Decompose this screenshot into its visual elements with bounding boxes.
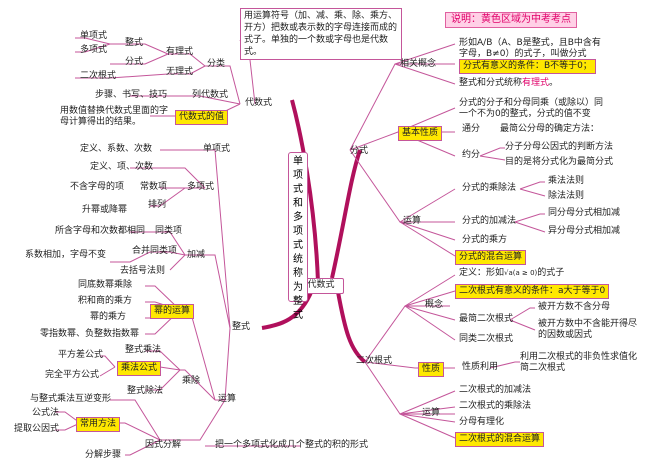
node-zs-inverse: 与整式乘法互逆变形: [30, 394, 112, 404]
node-zs-formula: 公式法: [32, 408, 60, 418]
node-fr-mulrule: 乘法法则: [548, 176, 585, 186]
node-polynomial[interactable]: 多项式: [80, 45, 108, 55]
node-fr-common[interactable]: 通分: [462, 124, 481, 134]
node-zs-squarediff: 平方差公式: [58, 350, 104, 360]
node-fr-gcf: 分子分母公因式的判断方法: [505, 142, 614, 152]
node-rad-addsub: 二次根式的加减法: [459, 385, 532, 395]
node-fr-basic-desc: 分式的分子和分母同乘（或除以）同一个不为0的整式，分式的值不变: [459, 98, 604, 119]
node-zs-like-desc: 所含字母和次数都相同: [55, 226, 146, 236]
node-rad-muldiv: 二次根式的乘除法: [459, 401, 532, 411]
node-zs-arrange-desc: 升幂或降幂: [82, 205, 128, 215]
node-fr-muldiv[interactable]: 分式的乘除法: [462, 183, 517, 193]
node-zs-combine[interactable]: 合并同类项: [132, 246, 178, 256]
node-fraction-class[interactable]: 分式: [125, 57, 144, 67]
node-rad-like[interactable]: 同类二次根式: [459, 334, 514, 344]
node-rad-ops[interactable]: 运算: [422, 408, 441, 418]
node-zhengshi[interactable]: 整式: [232, 322, 251, 332]
node-zs-muldiv[interactable]: 乘除: [182, 376, 201, 386]
node-alg-value-desc: 用数值替换代数式里面的字母计算得出的结果。: [60, 106, 169, 127]
node-fr-ops[interactable]: 运算: [403, 216, 422, 226]
node-rad-mixed[interactable]: 二次根式的混合运算: [455, 432, 545, 447]
node-zs-like[interactable]: 同类项: [155, 226, 183, 236]
node-zs-const[interactable]: 常数项: [140, 182, 168, 192]
node-zs-brackets[interactable]: 去括号法则: [120, 266, 166, 276]
node-fr-diff: 异分母分式相加减: [548, 226, 621, 236]
node-monomial[interactable]: 单项式: [80, 31, 108, 41]
node-zs-product: 积和商的乘方: [78, 296, 133, 306]
node-fr-reduce[interactable]: 约分: [462, 150, 481, 160]
node-fr-common-desc: 最简公分母的确定方法：: [500, 124, 600, 134]
node-zs-const-desc: 不含字母的项: [70, 182, 125, 192]
node-classify[interactable]: 分类: [207, 59, 226, 69]
node-fr-simplest: 目的是将分式化为最简分式: [505, 157, 614, 167]
node-rad-propdesc: 利用二次根式的非负性求值化简二次根式: [520, 352, 638, 373]
node-zs-addsub[interactable]: 加减: [187, 250, 206, 260]
node-rad-propuse[interactable]: 性质利用: [462, 362, 499, 372]
node-zs-mono-def: 定义、系数、次数: [80, 144, 153, 154]
node-zs-poly-def: 定义、项、次数: [90, 162, 154, 172]
node-rad-meaning[interactable]: 二次根式有意义的条件：a大于等于0: [455, 284, 610, 299]
node-quad-radical[interactable]: 二次根式: [80, 71, 117, 81]
node-irrational[interactable]: 无理式: [166, 67, 194, 77]
definition-box: 用运算符号（加、减、乘、除、乘方、开方）把数或表示数的字母连接而成的式子。单独的…: [240, 8, 402, 60]
node-fr-basic[interactable]: 基本性质: [398, 126, 443, 141]
node-rad-def: 定义：形如√a(a ≥ 0)的式子: [459, 268, 565, 278]
node-zs-power[interactable]: 幂的运算: [150, 304, 195, 319]
node-zs-zeroneg: 零指数幂、负整数指数幂: [40, 329, 140, 339]
node-algebra[interactable]: 代数式: [245, 98, 273, 108]
node-zs-combine-desc: 系数相加，字母不变: [25, 250, 107, 260]
node-fraction[interactable]: 分式: [350, 146, 369, 156]
node-rad-concept[interactable]: 概念: [425, 300, 444, 310]
node-zs-intdiv[interactable]: 整式除法: [127, 386, 164, 396]
node-rad-simplest2: 被开方数中不含能开得尽的因数或因式: [538, 319, 638, 340]
node-zs-ops[interactable]: 运算: [218, 394, 237, 404]
node-zs-factor[interactable]: 因式分解: [145, 440, 182, 450]
node-fr-concept[interactable]: 相关概念: [400, 59, 437, 69]
node-alg-value[interactable]: 代数式的值: [175, 110, 229, 125]
node-zs-factor-desc: 把一个多项式化成几个整式的积的形式: [215, 440, 369, 450]
node-zs-perfectsq: 完全平方公式: [45, 370, 100, 380]
node-rad-rationalize: 分母有理化: [459, 417, 505, 427]
node-rational[interactable]: 有理式: [166, 47, 194, 57]
node-zs-extract: 提取公因式: [14, 424, 60, 434]
branch-to-radical: [336, 291, 367, 364]
node-zs-common[interactable]: 常用方法: [76, 417, 121, 432]
node-radical[interactable]: 二次根式: [356, 356, 393, 366]
node-fr-meaning[interactable]: 分式有意义的条件：B不等于0；: [459, 59, 596, 74]
branch-to-fraction: [330, 149, 362, 279]
node-column[interactable]: 列代数式: [192, 90, 229, 100]
node-fr-divrule: 除法法则: [548, 191, 585, 201]
node-zs-monomial[interactable]: 单项式: [203, 144, 231, 154]
node-column-steps: 步骤、书写、技巧: [95, 90, 168, 100]
node-rad-simplest1: 被开方数不含分母: [538, 302, 611, 312]
node-zs-arrange[interactable]: 排列: [148, 200, 167, 210]
vertical-note: 单项式和多项式统称为整式: [288, 152, 308, 321]
node-fr-power[interactable]: 分式的乘方: [462, 235, 508, 245]
node-zs-powpow: 幂的乘方: [90, 312, 127, 322]
legend-note: 说明：黄色区域为中考考点: [445, 12, 577, 28]
node-zs-intmul[interactable]: 整式乘法: [125, 345, 162, 355]
node-rad-property[interactable]: 性质: [418, 362, 445, 377]
node-fr-mixed[interactable]: 分式的混合运算: [455, 250, 527, 265]
node-zs-samebase: 同底数幂乘除: [78, 280, 133, 290]
node-integral[interactable]: 整式: [125, 38, 144, 48]
node-fr-rational: 整式和分式统称有理式。: [459, 78, 559, 88]
node-fr-same: 同分母分式相加减: [548, 208, 621, 218]
node-zs-steps: 分解步骤: [85, 450, 122, 460]
node-zs-poly[interactable]: 多项式: [187, 182, 215, 192]
branch-to-zhengshi: [261, 289, 314, 330]
node-fr-addsub[interactable]: 分式的加减法: [462, 216, 517, 226]
node-fr-def: 形如A/B（A、B是整式，且B中含有字母，B≠0）的式子，叫做分式: [459, 38, 601, 59]
node-zs-mulformula[interactable]: 乘法公式: [117, 361, 162, 376]
node-rad-simplest[interactable]: 最简二次根式: [459, 314, 514, 324]
